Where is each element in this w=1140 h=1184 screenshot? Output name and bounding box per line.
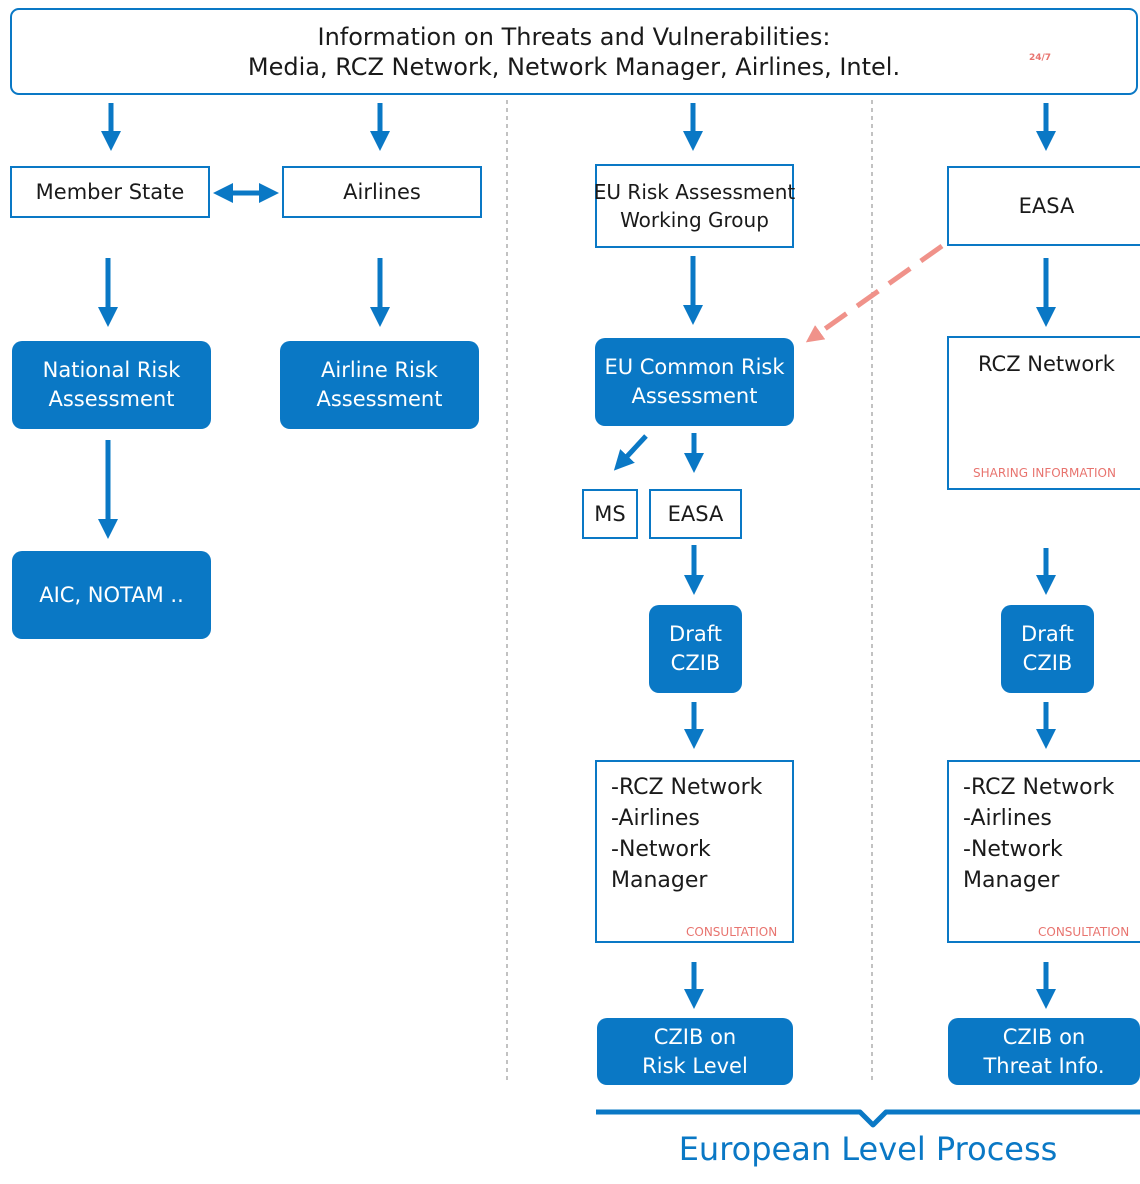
ms-label: MS — [594, 502, 626, 526]
header-line-2: Media, RCZ Network, Network Manager, Air… — [247, 52, 901, 81]
easa-consult-item-1: -RCZ Network — [963, 775, 1115, 800]
ms-box: MS — [582, 489, 638, 539]
national-risk-line-2: Assessment — [48, 387, 175, 411]
eu-draft-line-1: Draft — [669, 622, 722, 646]
easa-draft-czib-box: Draft CZIB — [1001, 605, 1094, 693]
easa-box: EASA — [947, 166, 1140, 246]
czib-threat-line-1: CZIB on — [1002, 1024, 1086, 1049]
eu-risk-assessment-working-group-box: EU Risk Assessment Working Group — [593, 164, 796, 248]
czib-risk-level-box: CZIB on Risk Level — [597, 1018, 793, 1085]
eu-easa-box: EASA — [649, 489, 742, 539]
airline-risk-line-2: Assessment — [316, 387, 443, 411]
czib-risk-line-1: CZIB on — [653, 1024, 737, 1049]
common-risk-line-2: Assessment — [631, 384, 758, 408]
arrow-common-ms — [613, 434, 648, 471]
eu-common-risk-assessment-box: EU Common Risk Assessment — [595, 338, 794, 426]
easa-label: EASA — [1018, 194, 1075, 218]
eu-consult-item-3: -Network — [611, 837, 711, 862]
common-risk-line-1: EU Common Risk — [604, 355, 785, 379]
easa-consultation-label: CONSULTATION — [1038, 925, 1130, 939]
footer-brace — [596, 1109, 1140, 1128]
eu-draft-line-2: CZIB — [670, 651, 721, 675]
member-state-box: Member State — [10, 166, 210, 218]
member-state-label: Member State — [35, 180, 185, 204]
eu-consult-item-2: -Airlines — [611, 806, 700, 831]
easa-consultation-box: -RCZ Network -Airlines -Network Manager — [947, 760, 1140, 943]
airline-risk-assessment-box: Airline Risk Assessment — [280, 341, 479, 429]
easa-consult-item-3: -Network — [963, 837, 1063, 862]
czib-threat-info-box: CZIB on Threat Info. — [948, 1018, 1140, 1085]
european-level-process-label: European Level Process — [678, 1130, 1058, 1168]
national-risk-line-1: National Risk — [42, 358, 181, 382]
easa-draft-line-2: CZIB — [1022, 651, 1073, 675]
arrow-easa-to-common-dashed — [805, 243, 944, 343]
czib-threat-line-2: Threat Info. — [983, 1053, 1105, 1078]
rcz-network-box: RCZ Network — [947, 336, 1140, 490]
header-line-1: Information on Threats and Vulnerabiliti… — [317, 22, 831, 51]
eu-draft-czib-box: Draft CZIB — [649, 605, 742, 693]
eu-easa-label: EASA — [667, 502, 724, 526]
working-group-line-2: Working Group — [620, 208, 769, 232]
aic-notam-label: AIC, NOTAM .. — [39, 582, 184, 607]
aic-notam-box: AIC, NOTAM .. — [12, 551, 211, 639]
czib-risk-line-2: Risk Level — [642, 1053, 748, 1078]
national-risk-assessment-box: National Risk Assessment — [12, 341, 211, 429]
easa-draft-line-1: Draft — [1021, 622, 1074, 646]
eu-consultation-label: CONSULTATION — [686, 925, 778, 939]
easa-consult-item-2: -Airlines — [963, 806, 1052, 831]
eu-consultation-box: -RCZ Network -Airlines -Network Manager — [595, 760, 794, 943]
airlines-label: Airlines — [343, 180, 421, 204]
threat-information-header: Information on Threats and Vulnerabiliti… — [10, 8, 1138, 95]
clock-badge-text: 24/7 — [1029, 53, 1052, 63]
airlines-box: Airlines — [282, 166, 482, 218]
sharing-information-label: SHARING INFORMATION — [973, 466, 1116, 480]
rcz-network-label: RCZ Network — [978, 352, 1115, 376]
airline-risk-line-1: Airline Risk — [321, 358, 438, 382]
working-group-line-1: EU Risk Assessment — [593, 180, 796, 204]
easa-consult-item-4: Manager — [963, 868, 1060, 893]
eu-consult-item-1: -RCZ Network — [611, 775, 763, 800]
eu-consult-item-4: Manager — [611, 868, 708, 893]
